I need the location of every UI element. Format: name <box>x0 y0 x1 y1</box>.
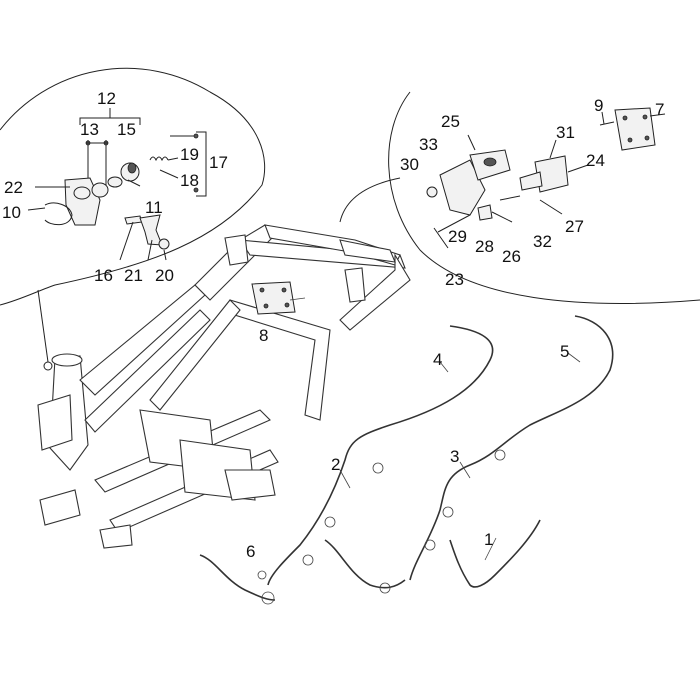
label-16: 16 <box>94 266 113 285</box>
right-detail-circle <box>388 91 700 304</box>
label-23: 23 <box>445 270 464 289</box>
label-27: 27 <box>565 217 584 236</box>
left-detail-circle <box>0 67 266 306</box>
part-numbers: 1 2 3 4 5 6 7 8 9 10 11 12 13 15 16 17 1… <box>2 89 664 561</box>
label-5: 5 <box>560 342 569 361</box>
part-8-plate <box>251 281 306 315</box>
scooter-frame <box>37 224 411 549</box>
label-8: 8 <box>259 326 268 345</box>
label-31: 31 <box>556 123 575 142</box>
label-26: 26 <box>502 247 521 266</box>
left-detail-parts <box>27 108 207 261</box>
label-22: 22 <box>4 178 23 197</box>
label-18: 18 <box>180 171 199 190</box>
label-19: 19 <box>180 145 199 164</box>
label-33: 33 <box>419 135 438 154</box>
label-32: 32 <box>533 232 552 251</box>
label-20: 20 <box>155 266 174 285</box>
label-leaders <box>339 352 581 561</box>
label-29: 29 <box>448 227 467 246</box>
label-1: 1 <box>484 530 493 549</box>
label-30: 30 <box>400 155 419 174</box>
label-17: 17 <box>209 153 228 172</box>
label-13: 13 <box>80 120 99 139</box>
right-detail-leader <box>339 177 401 223</box>
label-11: 11 <box>145 198 163 217</box>
label-4: 4 <box>433 350 442 369</box>
label-28: 28 <box>475 237 494 256</box>
label-9: 9 <box>594 96 603 115</box>
label-7: 7 <box>655 100 664 119</box>
label-25: 25 <box>441 112 460 131</box>
label-3: 3 <box>450 447 459 466</box>
label-21: 21 <box>124 266 143 285</box>
cables <box>199 315 614 605</box>
label-6: 6 <box>246 542 255 561</box>
label-15: 15 <box>117 120 136 139</box>
label-2: 2 <box>331 455 340 474</box>
left-detail-leader <box>37 289 49 363</box>
label-24: 24 <box>586 151 605 170</box>
left-detail-leader-end <box>43 361 53 371</box>
right-detail-parts <box>426 107 666 249</box>
label-10: 10 <box>2 203 21 222</box>
label-12: 12 <box>97 89 116 108</box>
